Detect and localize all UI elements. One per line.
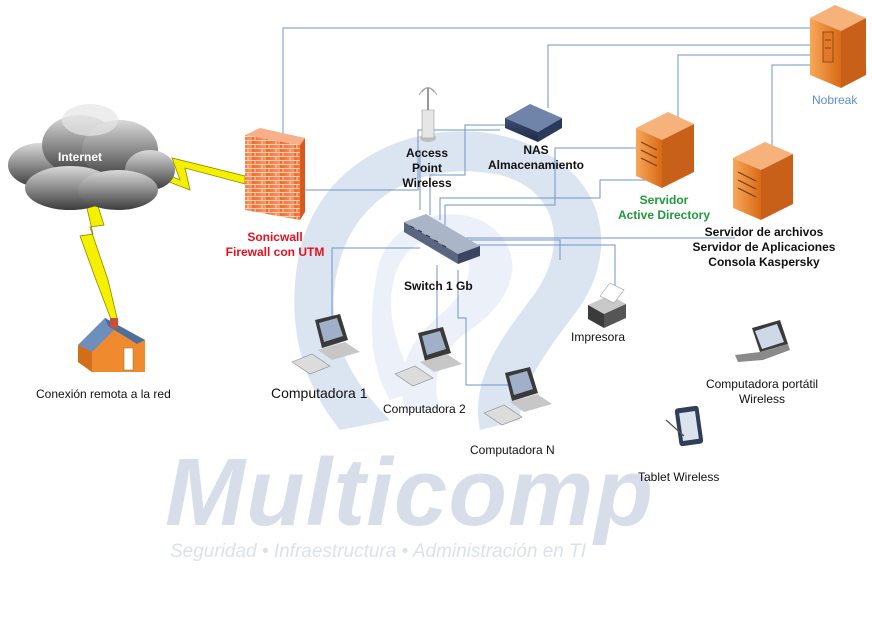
computer-n-icon (483, 367, 552, 426)
firewall-icon (245, 128, 305, 220)
connection-lines (282, 27, 810, 386)
switch-icon (404, 214, 480, 264)
file-server-label-line3: Consola Kaspersky (708, 255, 820, 269)
remote-house-icon (78, 318, 145, 372)
computer-n-label: Computadora N (470, 443, 555, 457)
active-directory-label-line2: Active Directory (617, 208, 711, 222)
laptop-label-line2: Wireless (738, 392, 785, 406)
nobreak-ups-icon (810, 5, 866, 88)
internet-cloud-icon (8, 104, 175, 210)
active-directory-label-line1: Servidor (639, 193, 689, 207)
file-server-label-line1: Servidor de archivos (704, 225, 824, 239)
laptop-label: Computadora portátil Wireless (696, 377, 828, 407)
access-point-label-line2: Point (412, 161, 442, 175)
switch-label: Switch 1 Gb (404, 279, 473, 293)
access-point-icon (418, 87, 438, 142)
file-server-label-line2: Servidor de Aplicaciones (692, 240, 836, 254)
tablet-icon (665, 405, 704, 447)
active-directory-server-icon (636, 112, 694, 188)
computer-1-icon (291, 314, 360, 375)
firewall-label-line2: Firewall con UTM (225, 245, 325, 259)
laptop-icon (735, 320, 790, 362)
computer-2-icon (394, 327, 462, 387)
nobreak-label: Nobreak (812, 93, 858, 107)
tablet-label: Tablet Wireless (638, 470, 720, 484)
laptop-label-line1: Computadora portátil (705, 377, 819, 391)
firewall-label: Sonicwall Firewall con UTM (216, 230, 334, 260)
access-point-label-line1: Access (405, 146, 449, 160)
nas-label-line2: Almacenamiento (487, 158, 585, 172)
remote-connection-label: Conexión remota a la red (36, 387, 171, 401)
watermark-tagline-text: Seguridad • Infraestructura • Administra… (170, 541, 587, 562)
access-point-label-line3: Wireless (402, 176, 452, 190)
access-point-label: Access Point Wireless (396, 146, 458, 191)
internet-label: Internet (58, 150, 103, 164)
firewall-label-line1: Sonicwall (247, 230, 303, 244)
watermark-wordmark: Multicomp Seguridad • Infraestructura • … (165, 439, 654, 562)
nas-label-line1: NAS (523, 143, 549, 157)
printer-label: Impresora (571, 330, 626, 344)
active-directory-label: Servidor Active Directory (606, 193, 722, 223)
nas-label: NAS Almacenamiento (480, 143, 592, 173)
watermark-logo (294, 131, 602, 431)
computer-1-label: Computadora 1 (271, 385, 368, 401)
printer-icon (588, 282, 626, 328)
computer-2-label: Computadora 2 (383, 402, 466, 416)
watermark-brand-text: Multicomp (165, 439, 654, 546)
nas-icon (505, 104, 562, 142)
file-server-label: Servidor de archivos Servidor de Aplicac… (676, 225, 852, 270)
file-server-icon (733, 142, 793, 220)
